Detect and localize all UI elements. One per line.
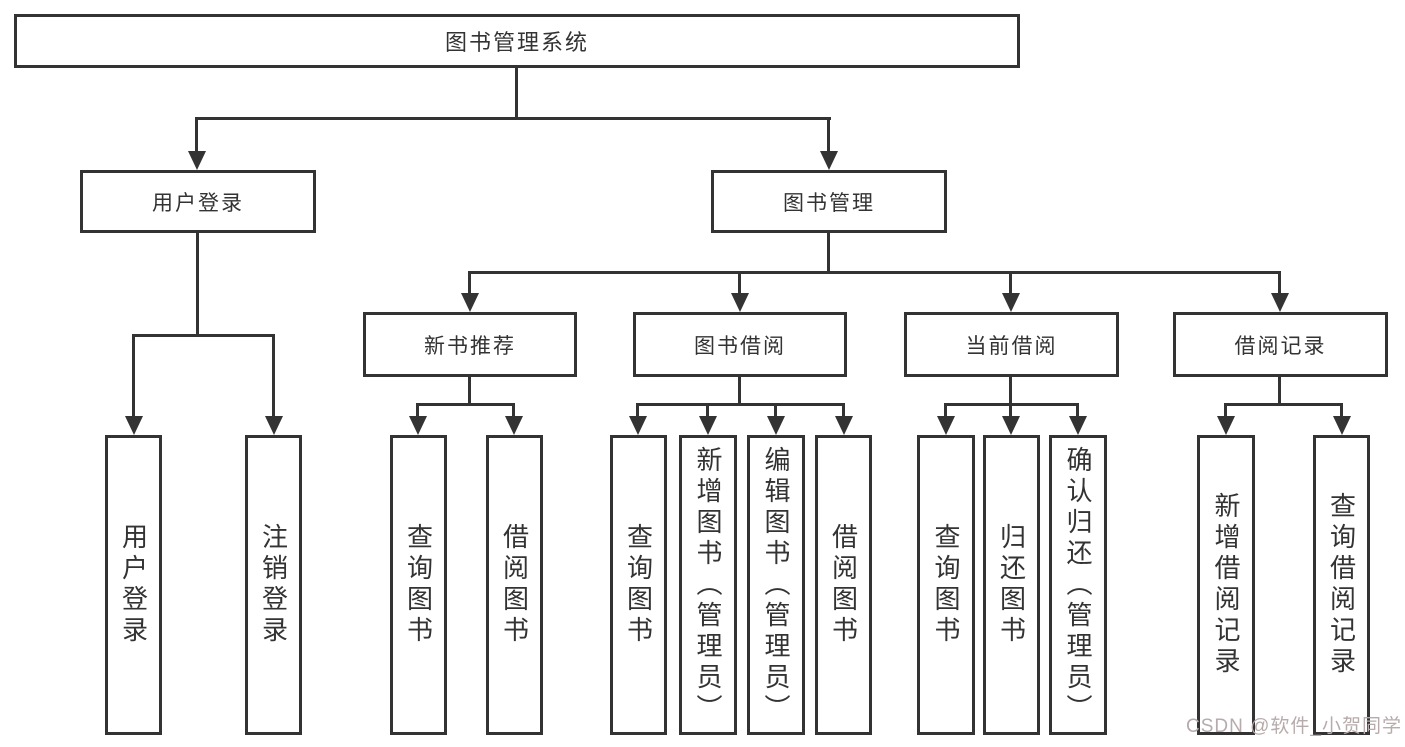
leaf-bb-add-books-admin-label: 新增图书（管理员） (693, 445, 723, 725)
connector-line (706, 403, 709, 419)
node-book-borrow-label: 图书借阅 (694, 334, 786, 358)
node-user-login: 用户登录 (80, 170, 316, 233)
arrow-down-icon (937, 416, 955, 435)
node-book-borrow: 图书借阅 (633, 312, 847, 377)
connector-line (827, 233, 830, 273)
node-book-mgmt-label: 图书管理 (783, 191, 875, 215)
leaf-bb-edit-books-admin: 编辑图书（管理员） (747, 435, 805, 735)
node-root-label: 图书管理系统 (444, 30, 589, 55)
node-borrow-records-label: 借阅记录 (1234, 334, 1327, 358)
connector-line (738, 377, 741, 406)
arrow-down-icon (629, 416, 647, 435)
leaf-nbr-query-books-label: 查询图书 (403, 523, 434, 647)
connector-line (842, 403, 845, 419)
leaf-bb-borrow-books-label: 借阅图书 (828, 523, 859, 647)
connector-line (512, 403, 515, 419)
leaf-logout: 注销登录 (245, 435, 302, 735)
node-current-borrow: 当前借阅 (904, 312, 1119, 377)
connector-line (1340, 403, 1343, 419)
connector-line (272, 334, 275, 419)
arrow-down-icon (820, 151, 838, 170)
arrow-down-icon (1333, 416, 1351, 435)
connector-line (132, 334, 275, 337)
leaf-bb-add-books-admin: 新增图书（管理员） (679, 435, 737, 735)
leaf-nbr-query-books: 查询图书 (390, 435, 447, 735)
arrow-down-icon (188, 151, 206, 170)
connector-line (1224, 403, 1343, 406)
arrow-down-icon (731, 293, 749, 312)
connector-line (515, 66, 518, 120)
node-new-book-rec-label: 新书推荐 (424, 334, 516, 358)
leaf-br-add-record-label: 新增借阅记录 (1211, 492, 1241, 678)
leaf-bb-query-books-label: 查询图书 (623, 523, 654, 647)
arrow-down-icon (409, 416, 427, 435)
node-new-book-rec: 新书推荐 (363, 312, 577, 377)
leaf-nbr-borrow-books: 借阅图书 (486, 435, 543, 735)
arrow-down-icon (461, 293, 479, 312)
connector-line (468, 271, 471, 296)
connector-line (827, 117, 830, 154)
leaf-user-login-label: 用户登录 (118, 523, 149, 647)
arrow-down-icon (835, 416, 853, 435)
arrow-down-icon (125, 416, 143, 435)
arrow-down-icon (767, 416, 785, 435)
arrow-down-icon (1271, 293, 1289, 312)
arrow-down-icon (699, 416, 717, 435)
node-book-mgmt: 图书管理 (711, 170, 947, 233)
arrow-down-icon (505, 416, 523, 435)
leaf-bb-query-books: 查询图书 (610, 435, 667, 735)
arrow-down-icon (265, 416, 283, 435)
connector-line (468, 271, 1281, 274)
node-root: 图书管理系统 (14, 14, 1020, 68)
node-borrow-records: 借阅记录 (1173, 312, 1388, 377)
connector-line (196, 233, 199, 337)
connector-line (195, 117, 198, 154)
connector-line (1224, 403, 1227, 419)
leaf-cb-query-books: 查询图书 (917, 435, 975, 735)
arrow-down-icon (1002, 416, 1020, 435)
connector-line (738, 271, 741, 296)
connector-line (1278, 271, 1281, 296)
connector-line (468, 377, 471, 406)
connector-line (1076, 403, 1079, 419)
leaf-cb-query-books-label: 查询图书 (931, 523, 961, 647)
node-current-borrow-label: 当前借阅 (965, 334, 1058, 358)
connector-line (774, 403, 777, 419)
connector-line (1009, 377, 1012, 419)
connector-line (1278, 377, 1281, 406)
connector-line (416, 403, 515, 406)
arrow-down-icon (1069, 416, 1087, 435)
leaf-br-query-record-label: 查询借阅记录 (1326, 492, 1357, 678)
connector-line (132, 334, 135, 419)
leaf-cb-confirm-return-admin-label: 确认归还（管理员） (1063, 445, 1093, 725)
leaf-cb-return-books-label: 归还图书 (996, 523, 1027, 647)
leaf-bb-edit-books-admin-label: 编辑图书（管理员） (761, 445, 791, 725)
leaf-logout-label: 注销登录 (258, 523, 289, 647)
leaf-cb-return-books: 归还图书 (983, 435, 1040, 735)
csdn-watermark: CSDN @软件_小贺同学 (1186, 716, 1402, 737)
connector-line (944, 403, 1079, 406)
connector-line (195, 117, 831, 120)
leaf-bb-borrow-books: 借阅图书 (815, 435, 872, 735)
leaf-cb-confirm-return-admin: 确认归还（管理员） (1049, 435, 1107, 735)
connector-line (636, 403, 845, 406)
arrow-down-icon (1217, 416, 1235, 435)
connector-line (944, 403, 947, 419)
connector-line (1009, 271, 1012, 296)
leaf-br-query-record: 查询借阅记录 (1313, 435, 1370, 735)
leaf-user-login: 用户登录 (105, 435, 162, 735)
connector-line (636, 403, 639, 419)
leaf-nbr-borrow-books-label: 借阅图书 (499, 523, 530, 647)
leaf-br-add-record: 新增借阅记录 (1197, 435, 1255, 735)
arrow-down-icon (1002, 293, 1020, 312)
connector-line (416, 403, 419, 419)
node-user-login-label: 用户登录 (152, 191, 244, 215)
